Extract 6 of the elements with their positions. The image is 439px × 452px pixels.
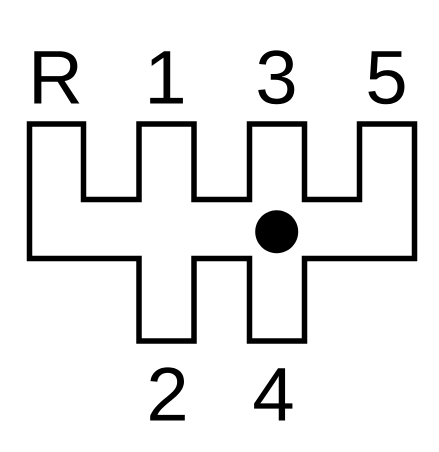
gear-label: 4 (254, 368, 292, 420)
gear-label: R (34, 51, 80, 104)
gear-label: 5 (368, 51, 404, 104)
gear-label: 1 (150, 51, 183, 104)
gear-label: 3 (258, 50, 294, 104)
gear-label: 2 (150, 367, 185, 420)
